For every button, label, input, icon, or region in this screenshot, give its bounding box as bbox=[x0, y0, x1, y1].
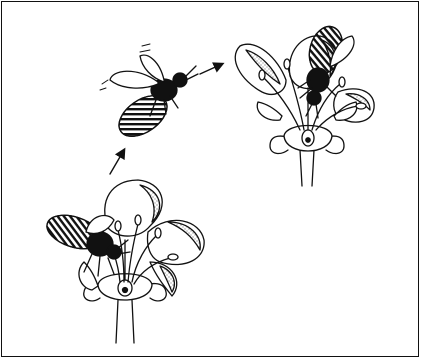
flower-left-stem bbox=[116, 300, 134, 343]
bee-left-wing bbox=[86, 216, 114, 234]
bee-in-flight bbox=[100, 44, 198, 145]
bee-right-head bbox=[307, 91, 321, 105]
flower-right-petal bbox=[235, 44, 286, 94]
flower-right bbox=[235, 36, 374, 186]
flower-right-stem bbox=[300, 150, 314, 186]
flower-right-petal bbox=[257, 102, 282, 120]
bee-flight-head bbox=[173, 73, 187, 87]
arrow-right-icon bbox=[200, 64, 222, 74]
flower-left bbox=[79, 180, 204, 343]
flower-left-petal bbox=[79, 262, 98, 290]
arrow-up-right-icon bbox=[110, 150, 124, 174]
